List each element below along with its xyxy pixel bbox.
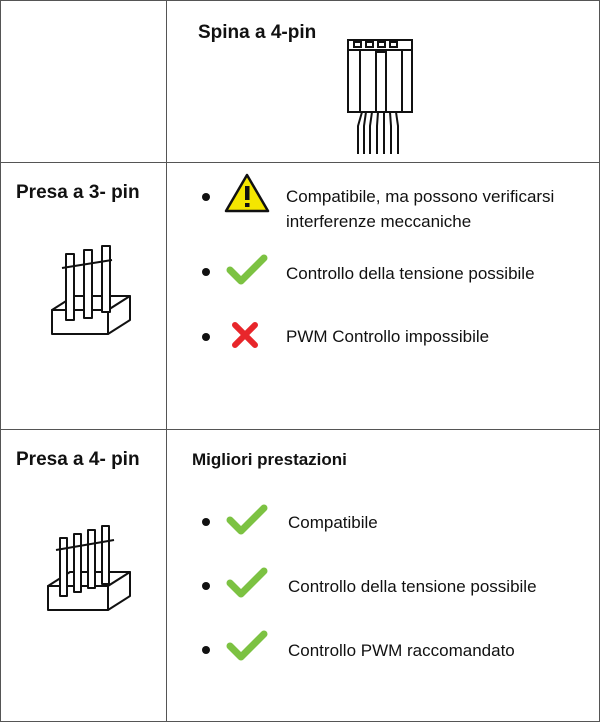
bullet — [202, 582, 210, 590]
plug-title: Spina a 4-pin — [198, 22, 317, 43]
bullet — [202, 518, 210, 526]
check-icon — [226, 504, 268, 535]
bullet — [202, 193, 210, 201]
best-performance-heading: Migliori prestazioni — [192, 450, 347, 469]
cross-icon — [232, 322, 258, 348]
check-icon — [226, 254, 268, 285]
check-icon — [226, 567, 268, 598]
row-divider-2 — [0, 429, 600, 430]
socket-3pin-title: Presa a 3- pin — [16, 182, 140, 203]
bullet — [202, 646, 210, 654]
bullet — [202, 268, 210, 276]
item-pwm-recommended-text: Controllo PWM raccomandato — [288, 641, 515, 660]
table-border-top — [0, 0, 600, 1]
warning-icon — [224, 173, 270, 213]
item-voltage-text: Controllo della tensione possibile — [288, 577, 537, 596]
item-pwm-text: PWM Controllo impossibile — [286, 327, 490, 346]
plug-4pin-icon — [347, 39, 413, 154]
check-icon — [226, 630, 268, 661]
row-divider-1 — [0, 162, 600, 163]
item-warning-text: Compatibile, ma possono verificarsi inte… — [286, 187, 555, 231]
table-border-left — [0, 0, 1, 722]
socket-4pin-title: Presa a 4- pin — [16, 449, 140, 470]
item-voltage-text: Controllo della tensione possibile — [286, 264, 535, 283]
bullet — [202, 333, 210, 341]
item-compatible-text: Compatibile — [288, 513, 378, 532]
column-divider — [166, 0, 167, 722]
socket-4pin-icon — [47, 525, 131, 611]
socket-3pin-icon — [51, 245, 131, 335]
